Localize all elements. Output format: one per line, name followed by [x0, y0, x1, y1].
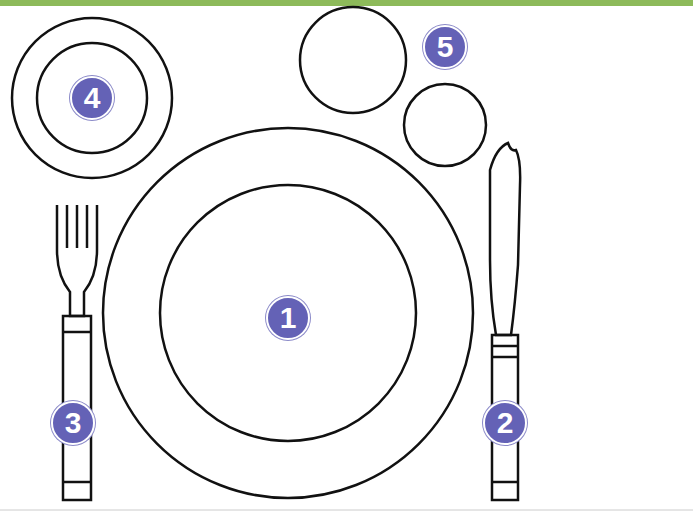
callout-number: 2	[483, 401, 527, 445]
callout-number: 4	[70, 76, 114, 120]
bread-plate-well	[37, 43, 147, 153]
plate-well	[160, 185, 416, 441]
bread-plate	[12, 18, 172, 178]
fork	[57, 205, 97, 500]
callout-number: 5	[423, 25, 467, 69]
knife	[490, 143, 520, 500]
bottom-line	[0, 510, 693, 511]
water-glass	[300, 7, 406, 113]
callout-number: 3	[51, 401, 95, 445]
wine-glass	[404, 84, 486, 166]
top-bar	[0, 0, 693, 6]
callout-number: 1	[266, 296, 310, 340]
dinner-plate	[103, 128, 473, 498]
